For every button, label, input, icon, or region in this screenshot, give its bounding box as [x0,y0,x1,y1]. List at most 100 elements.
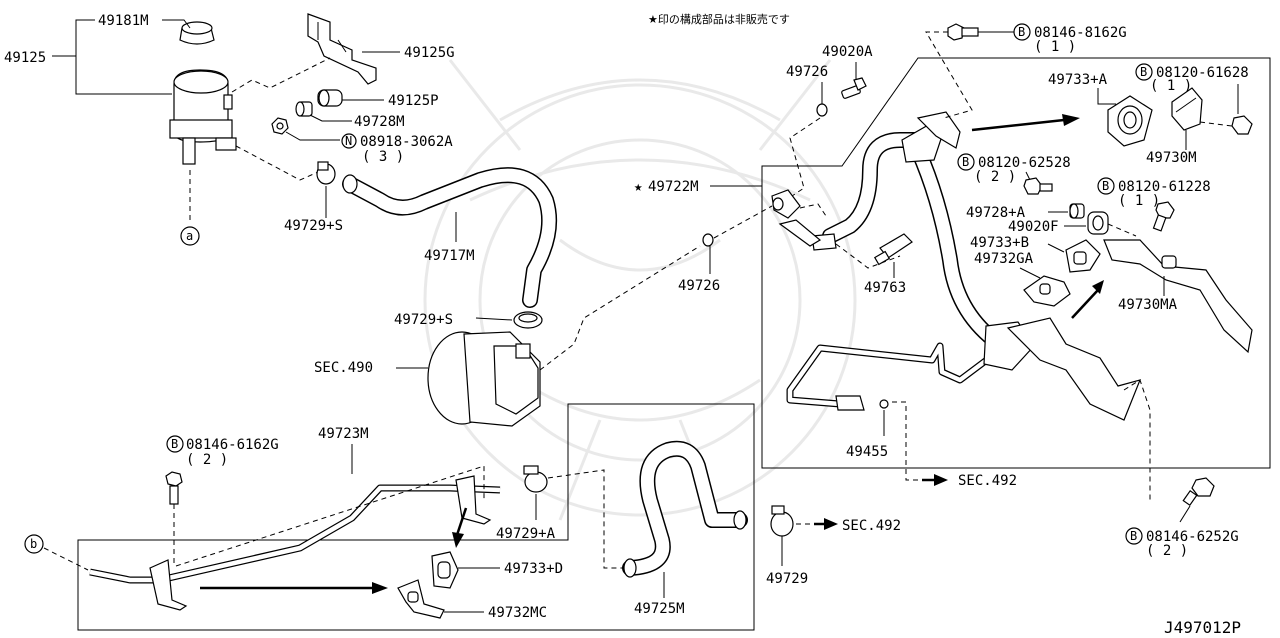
circle-B-6162G [166,435,184,453]
box-49723M [77,403,755,631]
bracket-49730MA [1006,239,1253,421]
insulator-49733A [1107,95,1153,147]
clamp-49729S-pump [513,311,543,329]
label-49717M: 49717M [424,248,475,264]
label-49725M: 49725M [634,601,685,617]
label-49181M: 49181M [98,13,149,29]
grommet-49125P [317,89,343,107]
circle-B-62528-letter: B [962,155,969,169]
nut-08918 [271,117,289,135]
washer-49726-b [702,233,714,247]
circle-B-61628-letter: B [1140,65,1147,79]
label-49125G: 49125G [404,45,455,61]
reservoir-cap [179,21,215,45]
bolt-08146-8162G [947,23,979,41]
grommet-49020F [1087,211,1109,235]
circle-b [24,534,44,554]
label-08120-61228-qty: ( 1 ) [1118,193,1160,209]
header-note: ★印の構成部品は非販売です [648,12,790,26]
circle-B-8162G-letter: B [1018,25,1025,39]
label-08120-62528-qty: ( 2 ) [974,169,1016,185]
circle-B-6252G [1125,527,1143,545]
circle-B-61228-letter: B [1102,179,1109,193]
label-49732GA: 49732GA [974,251,1034,267]
oring-49455 [879,399,889,409]
label-sec492-b: SEC.492 [842,518,901,534]
label-49726-a: 49726 [786,64,828,80]
label-08146-6162G-qty: ( 2 ) [186,452,228,468]
pipe-49723M [89,475,501,611]
label-08146-8162G: 08146-8162G [1034,25,1127,41]
label-08918-qty: ( 3 ) [362,149,404,165]
hose-assembly-49722M [771,111,1035,411]
circle-N [341,133,357,149]
label-49125P: 49125P [388,93,439,109]
label-49726-b: 49726 [678,278,720,294]
label-08120-61628: 08120-61628 [1156,65,1249,81]
bolt-08146-6162G [165,471,183,505]
washer-49726-a [816,103,828,117]
label-49728M: 49728M [354,114,405,130]
label-49733B: 49733+B [970,235,1029,251]
label-49125: 49125 [4,50,46,66]
clamp-49729 [770,505,794,537]
label-sec492-a: SEC.492 [958,473,1017,489]
label-49455: 49455 [846,444,888,460]
clamp-49729S-top [316,161,336,185]
bolt-08120-61628 [1231,115,1253,135]
collar-49728A [1069,203,1085,219]
label-49763: 49763 [864,280,906,296]
label-49728A: 49728+A [966,205,1026,221]
sensor-49763 [873,233,913,266]
bracket-49730M [1171,87,1203,131]
clamp-49732MC [397,579,445,619]
label-49020F: 49020F [1008,219,1059,235]
circle-a [180,226,200,246]
circle-B-61628 [1135,63,1153,81]
label-49730MA: 49730MA [1118,297,1178,313]
label-08146-8162G-qty: ( 1 ) [1034,39,1076,55]
label-08146-6252G-qty: ( 2 ) [1146,543,1188,559]
label-49722M-star: ★ [634,179,643,195]
label-08120-62528: 08120-62528 [978,155,1071,171]
insulator-49733B [1065,239,1101,273]
hose-49717M [342,167,558,308]
circle-B-62528 [957,153,975,171]
label-49020A: 49020A [822,44,873,60]
hose-49725M [622,440,748,578]
label-49729A: 49729+A [496,526,556,542]
label-49723M: 49723M [318,426,369,442]
bracket-49125G [307,13,377,85]
circle-B-6252G-letter: B [1130,529,1137,543]
insulator-49733D [431,551,459,589]
label-sec490: SEC.490 [314,360,373,376]
circle-a-letter: a [186,229,193,243]
label-08918: 08918-3062A [360,134,453,150]
reservoir-tank [169,69,237,165]
label-49733A: 49733+A [1048,72,1108,88]
label-49733D: 49733+D [504,561,563,577]
bolt-08120-62528 [1023,177,1053,195]
power-steering-pump [427,331,541,427]
label-08146-6162G: 08146-6162G [186,437,279,453]
bolt-08120-61228 [1152,201,1175,232]
label-49722M: 49722M [648,179,699,195]
label-49729S-top: 49729+S [284,218,343,234]
watermark-crest [423,59,857,521]
circle-N-letter: N [345,134,352,148]
diagram-id: J497012P [1164,618,1241,637]
circle-B-6162G-letter: B [171,437,178,451]
clamp-49729A [523,465,548,493]
label-49729S-pump: 49729+S [394,312,453,328]
label-08146-6252G: 08146-6252G [1146,529,1239,545]
label-49732MC: 49732MC [488,605,547,621]
bolt-08146-6252G [1182,477,1215,507]
circle-B-61228 [1097,177,1115,195]
box-49722M [761,57,1271,469]
label-08120-61628-qty: ( 1 ) [1150,78,1192,94]
collar-49728M [295,101,313,117]
label-08120-61228: 08120-61228 [1118,179,1211,195]
circle-B-8162G [1013,23,1031,41]
